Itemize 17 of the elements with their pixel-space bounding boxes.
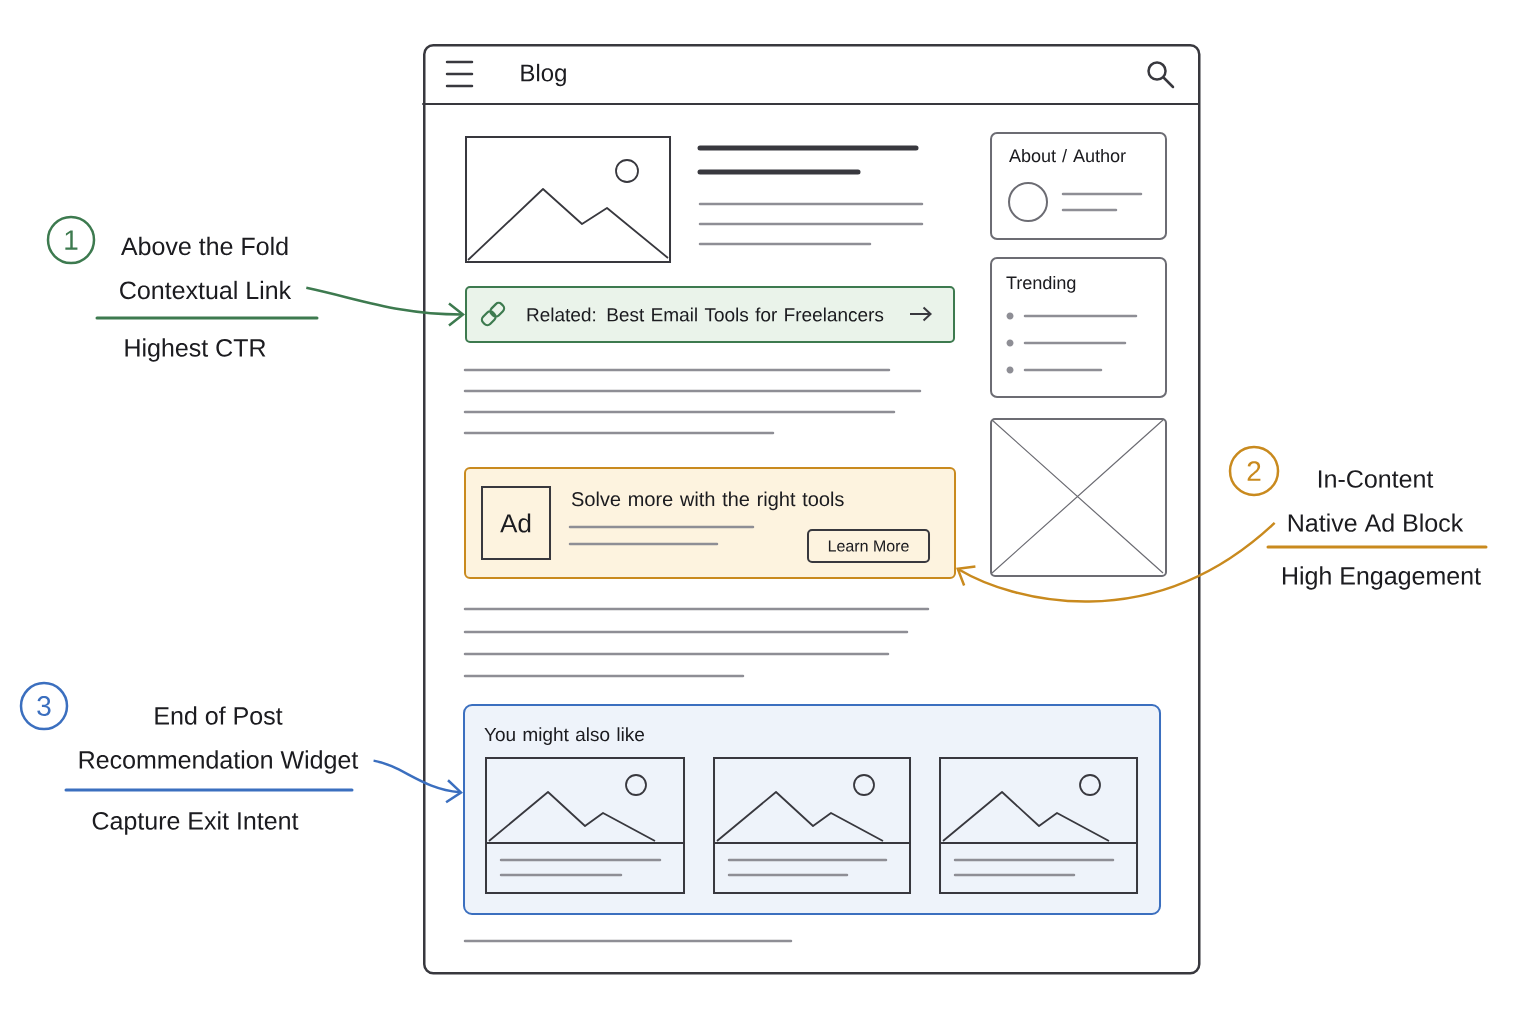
ad-badge: Ad (481, 486, 551, 560)
annotation-note: High Engagement (1283, 566, 1481, 590)
link-box: Related: Best Email Tools for Freelancers (465, 286, 955, 343)
callout-number: 2 (1228, 445, 1280, 497)
annotation-note: Highest CTR (125, 338, 266, 362)
annotation-note: Capture Exit Intent (92, 811, 299, 835)
image-placeholder (990, 418, 1167, 577)
page-title: Blog (521, 63, 566, 87)
annotation-title: In-Content Native Ad Block (1288, 470, 1464, 532)
sidebar-card: About / Author (990, 132, 1167, 240)
callout-number: 3 (19, 681, 69, 731)
recommendation-panel: You might also like (463, 704, 1161, 915)
callout-number: 1 (46, 215, 96, 265)
button: Learn More (807, 529, 930, 563)
sidebar-card: Trending (990, 257, 1167, 398)
annotation-title: End of Post Recommendation Widget (79, 706, 359, 774)
annotation-title: Above the Fold Contextual Link (120, 236, 292, 300)
